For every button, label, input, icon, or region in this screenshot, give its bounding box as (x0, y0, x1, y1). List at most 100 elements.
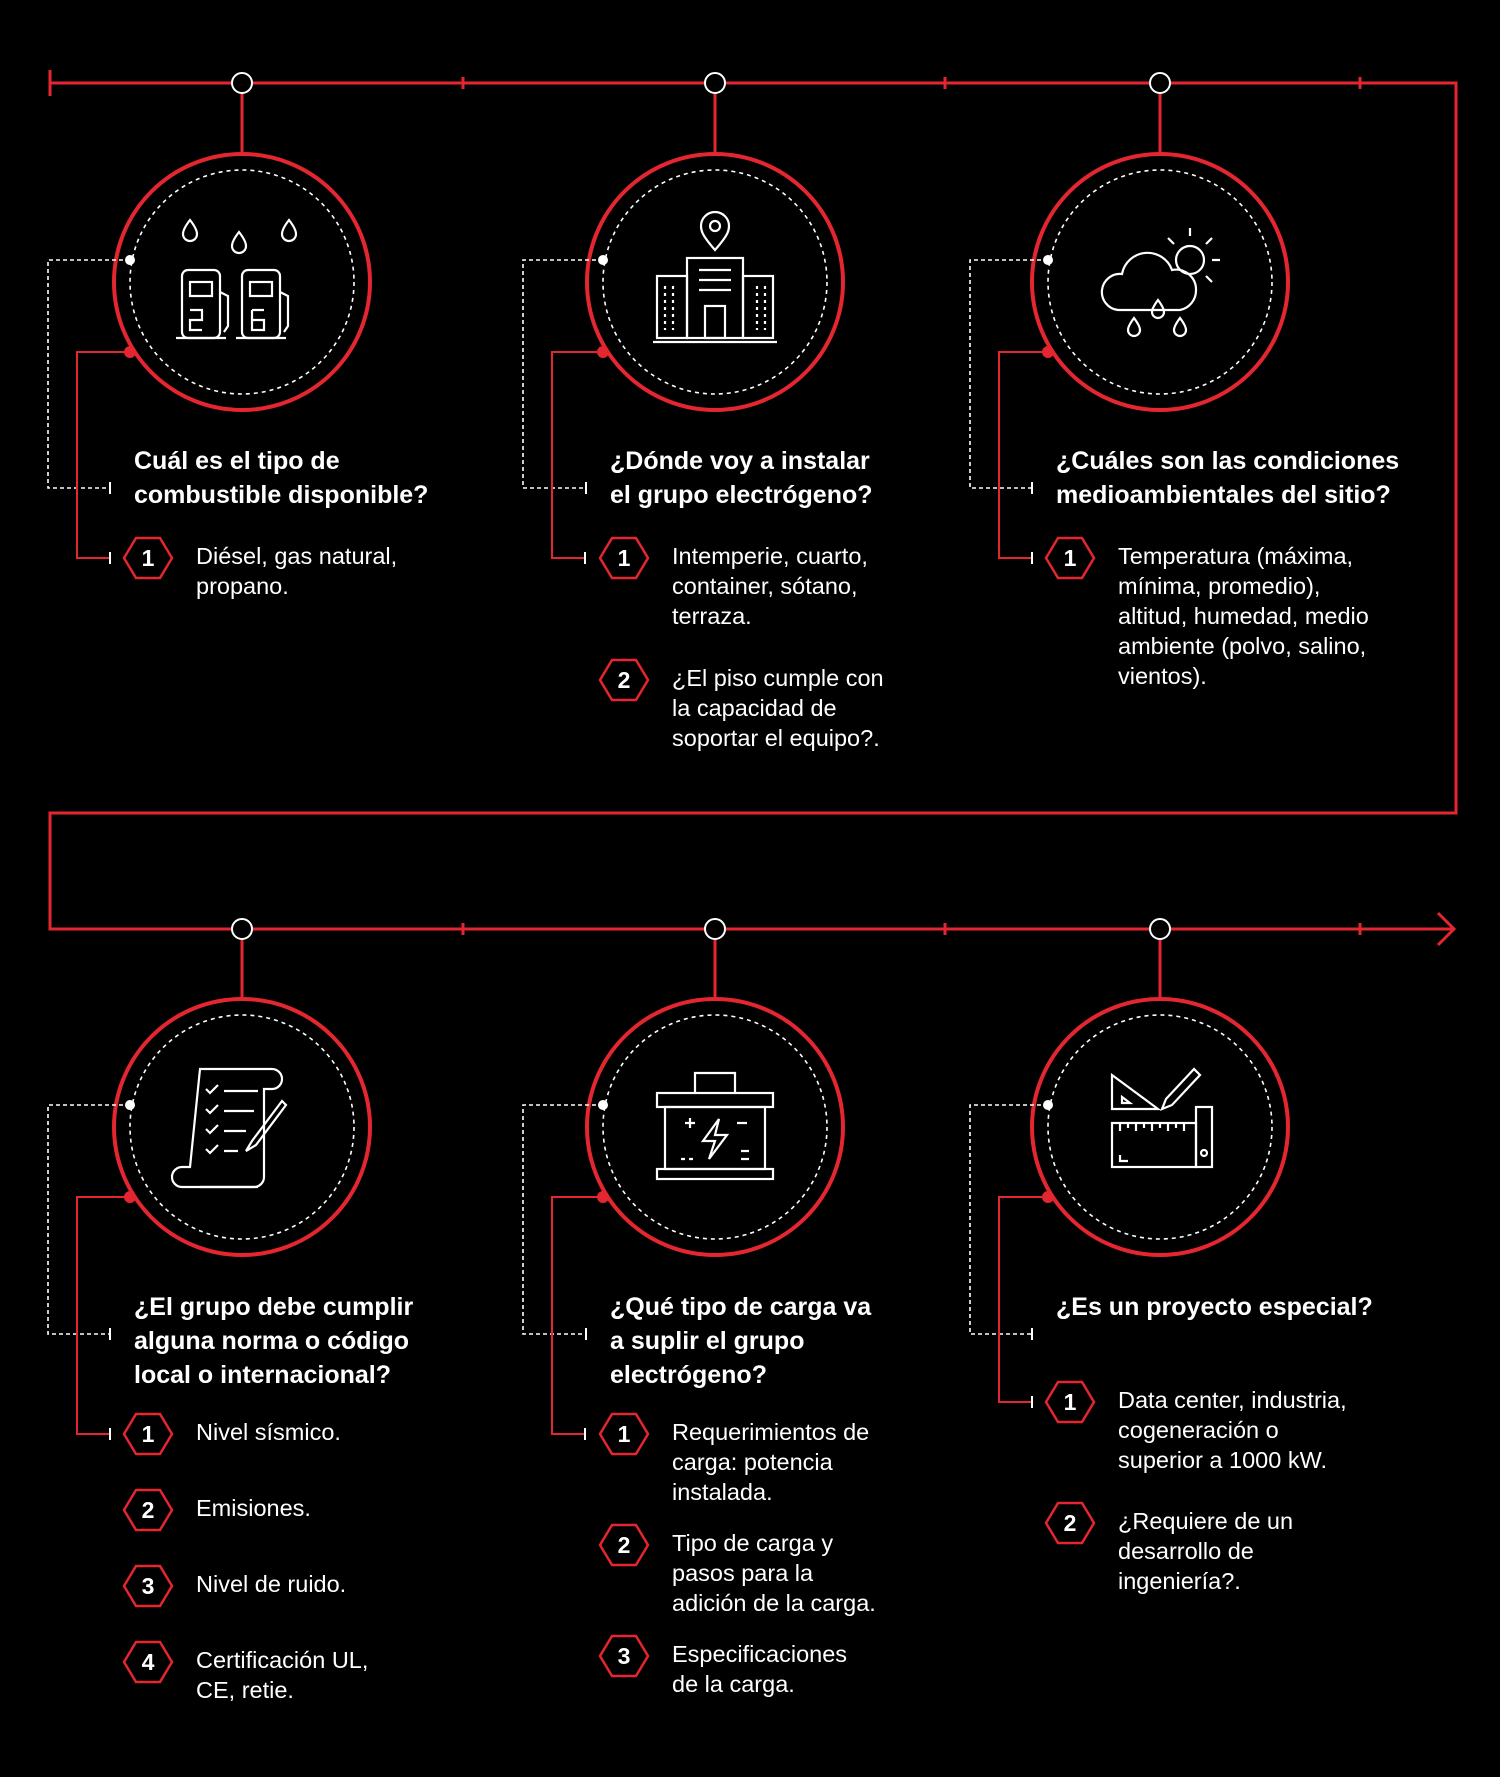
hexagon-badge-icon (122, 1564, 174, 1608)
item-text: Nivel sísmico. (196, 1417, 526, 1447)
badge-number: 2 (618, 1532, 631, 1558)
item-text-line: Emisiones. (196, 1495, 311, 1521)
step-circle (585, 997, 845, 1257)
item-text: Diésel, gas natural,propano. (196, 541, 526, 601)
engineering-tools-icon (1110, 1067, 1214, 1169)
bracket-dot-icon (125, 1100, 135, 1110)
step-bracket (47, 255, 136, 564)
timeline-node-icon (704, 918, 726, 940)
item-text-line: container, sótano, (672, 573, 858, 599)
battery-icon (655, 1071, 775, 1181)
step-circle (1030, 152, 1290, 412)
badge-number: 1 (618, 545, 631, 571)
step-bracket (522, 1100, 609, 1440)
step-title-line: a suplir el grupo (610, 1327, 805, 1355)
item-text-line: vientos). (1118, 663, 1207, 689)
item-text: Intemperie, cuarto, container, sótano, ter… (672, 541, 1002, 631)
hexagon-badge-icon (1044, 1501, 1096, 1545)
timeline-line (48, 70, 1458, 947)
bracket-dot-icon (124, 1191, 136, 1203)
hexagon-badge-icon (598, 1523, 650, 1567)
fuel-pumps-icon (176, 218, 298, 340)
step-title-line: local o internacional? (134, 1361, 391, 1389)
step-title-line: electrógeno? (610, 1361, 767, 1389)
badge-number: 1 (142, 545, 155, 571)
item-text-line: ¿El piso cumple con (672, 665, 884, 691)
item-text-line: ingeniería?. (1118, 1568, 1241, 1594)
bracket-dot-icon (598, 1100, 608, 1110)
item-text-line: adición de la carga. (672, 1590, 876, 1616)
item-text-line: terraza. (672, 603, 752, 629)
item-text-line: altitud, humedad, medio (1118, 603, 1369, 629)
step-title-line: combustible disponible? (134, 481, 429, 509)
timeline-node-icon (231, 72, 253, 94)
step-title-line: ¿El grupo debe cumplir (134, 1293, 414, 1321)
step-circle (112, 152, 372, 412)
item-text-line: mínima, promedio), (1118, 573, 1321, 599)
item-badge: 2 (598, 1523, 650, 1567)
item-text-line: desarrollo de (1118, 1538, 1254, 1564)
item-text-line: Data center, industria, (1118, 1387, 1347, 1413)
item-text-line: pasos para la (672, 1560, 814, 1586)
step-dashed-circle (602, 1014, 828, 1240)
item-text-line: cogeneración o (1118, 1417, 1279, 1443)
step-title: ¿Es un proyecto especial? (1056, 1290, 1476, 1324)
items-bracket (76, 351, 130, 559)
badge-number: 4 (142, 1649, 155, 1675)
item-text-line: Temperatura (máxima, (1118, 543, 1354, 569)
item-text-line: Tipo de carga y (672, 1530, 834, 1556)
step-circle (112, 997, 372, 1257)
bracket-dot-icon (597, 346, 609, 358)
step-title-line: Cuál es el tipo de (134, 447, 340, 475)
hexagon-badge-icon (122, 536, 174, 580)
badge-number: 1 (618, 1421, 631, 1447)
weather-cloud-icon (1100, 228, 1220, 338)
item-badge: 2 (122, 1488, 174, 1532)
step-node (1030, 72, 1290, 412)
step-title-line: el grupo electrógeno? (610, 481, 873, 509)
title-bracket (47, 259, 130, 489)
item-badge: 3 (122, 1564, 174, 1608)
timeline-node-icon (1149, 72, 1171, 94)
step-title-line: medioambientales del sitio? (1056, 481, 1391, 509)
bracket-dot-icon (1043, 1100, 1053, 1110)
item-text-line: la capacidad de (672, 695, 837, 721)
step-node (112, 918, 372, 1257)
timeline-node-icon (231, 918, 253, 940)
items-bracket (551, 351, 603, 559)
item-text-line: carga: potencia (672, 1449, 833, 1475)
hexagon-badge-icon (122, 1412, 174, 1456)
item-text-line: de la carga. (672, 1671, 795, 1697)
step-bracket (969, 255, 1054, 564)
step-text-block: ¿Es un proyecto especial? Data center, in… (1056, 1290, 1476, 1594)
step-text-block: Cuál es el tipo de combustible disponible… (134, 444, 554, 599)
item-badge: 3 (598, 1634, 650, 1678)
title-bracket (969, 259, 1048, 489)
item-text-line: Nivel de ruido. (196, 1571, 347, 1597)
bracket-dot-icon (1043, 255, 1053, 265)
item-text-line: Intemperie, cuarto, (672, 543, 868, 569)
hexagon-badge-icon (122, 1640, 174, 1684)
badge-number: 3 (618, 1643, 631, 1669)
item-badge: 1 (598, 536, 650, 580)
items-bracket (998, 1196, 1048, 1403)
step-dashed-circle (1047, 169, 1273, 395)
step-title-line: ¿Dónde voy a instalar (610, 447, 870, 475)
item-text-line: ambiente (polvo, salino, (1118, 633, 1367, 659)
step-title-line: alguna norma o código (134, 1327, 410, 1355)
step-text-block: ¿Dónde voy a instalar el grupo electrógen… (610, 444, 1030, 751)
item-badge: 1 (1044, 536, 1096, 580)
items-bracket (998, 351, 1048, 559)
title-bracket (47, 1104, 130, 1335)
item-text-line: Diésel, gas natural, (196, 543, 398, 569)
item-text: Nivel de ruido. (196, 1569, 526, 1599)
hexagon-badge-icon (598, 658, 650, 702)
item-text: Tipo de carga y pasos para la adición de l… (672, 1528, 1002, 1618)
item-badge: 1 (122, 536, 174, 580)
item-text-line: Certificación UL, (196, 1647, 369, 1673)
